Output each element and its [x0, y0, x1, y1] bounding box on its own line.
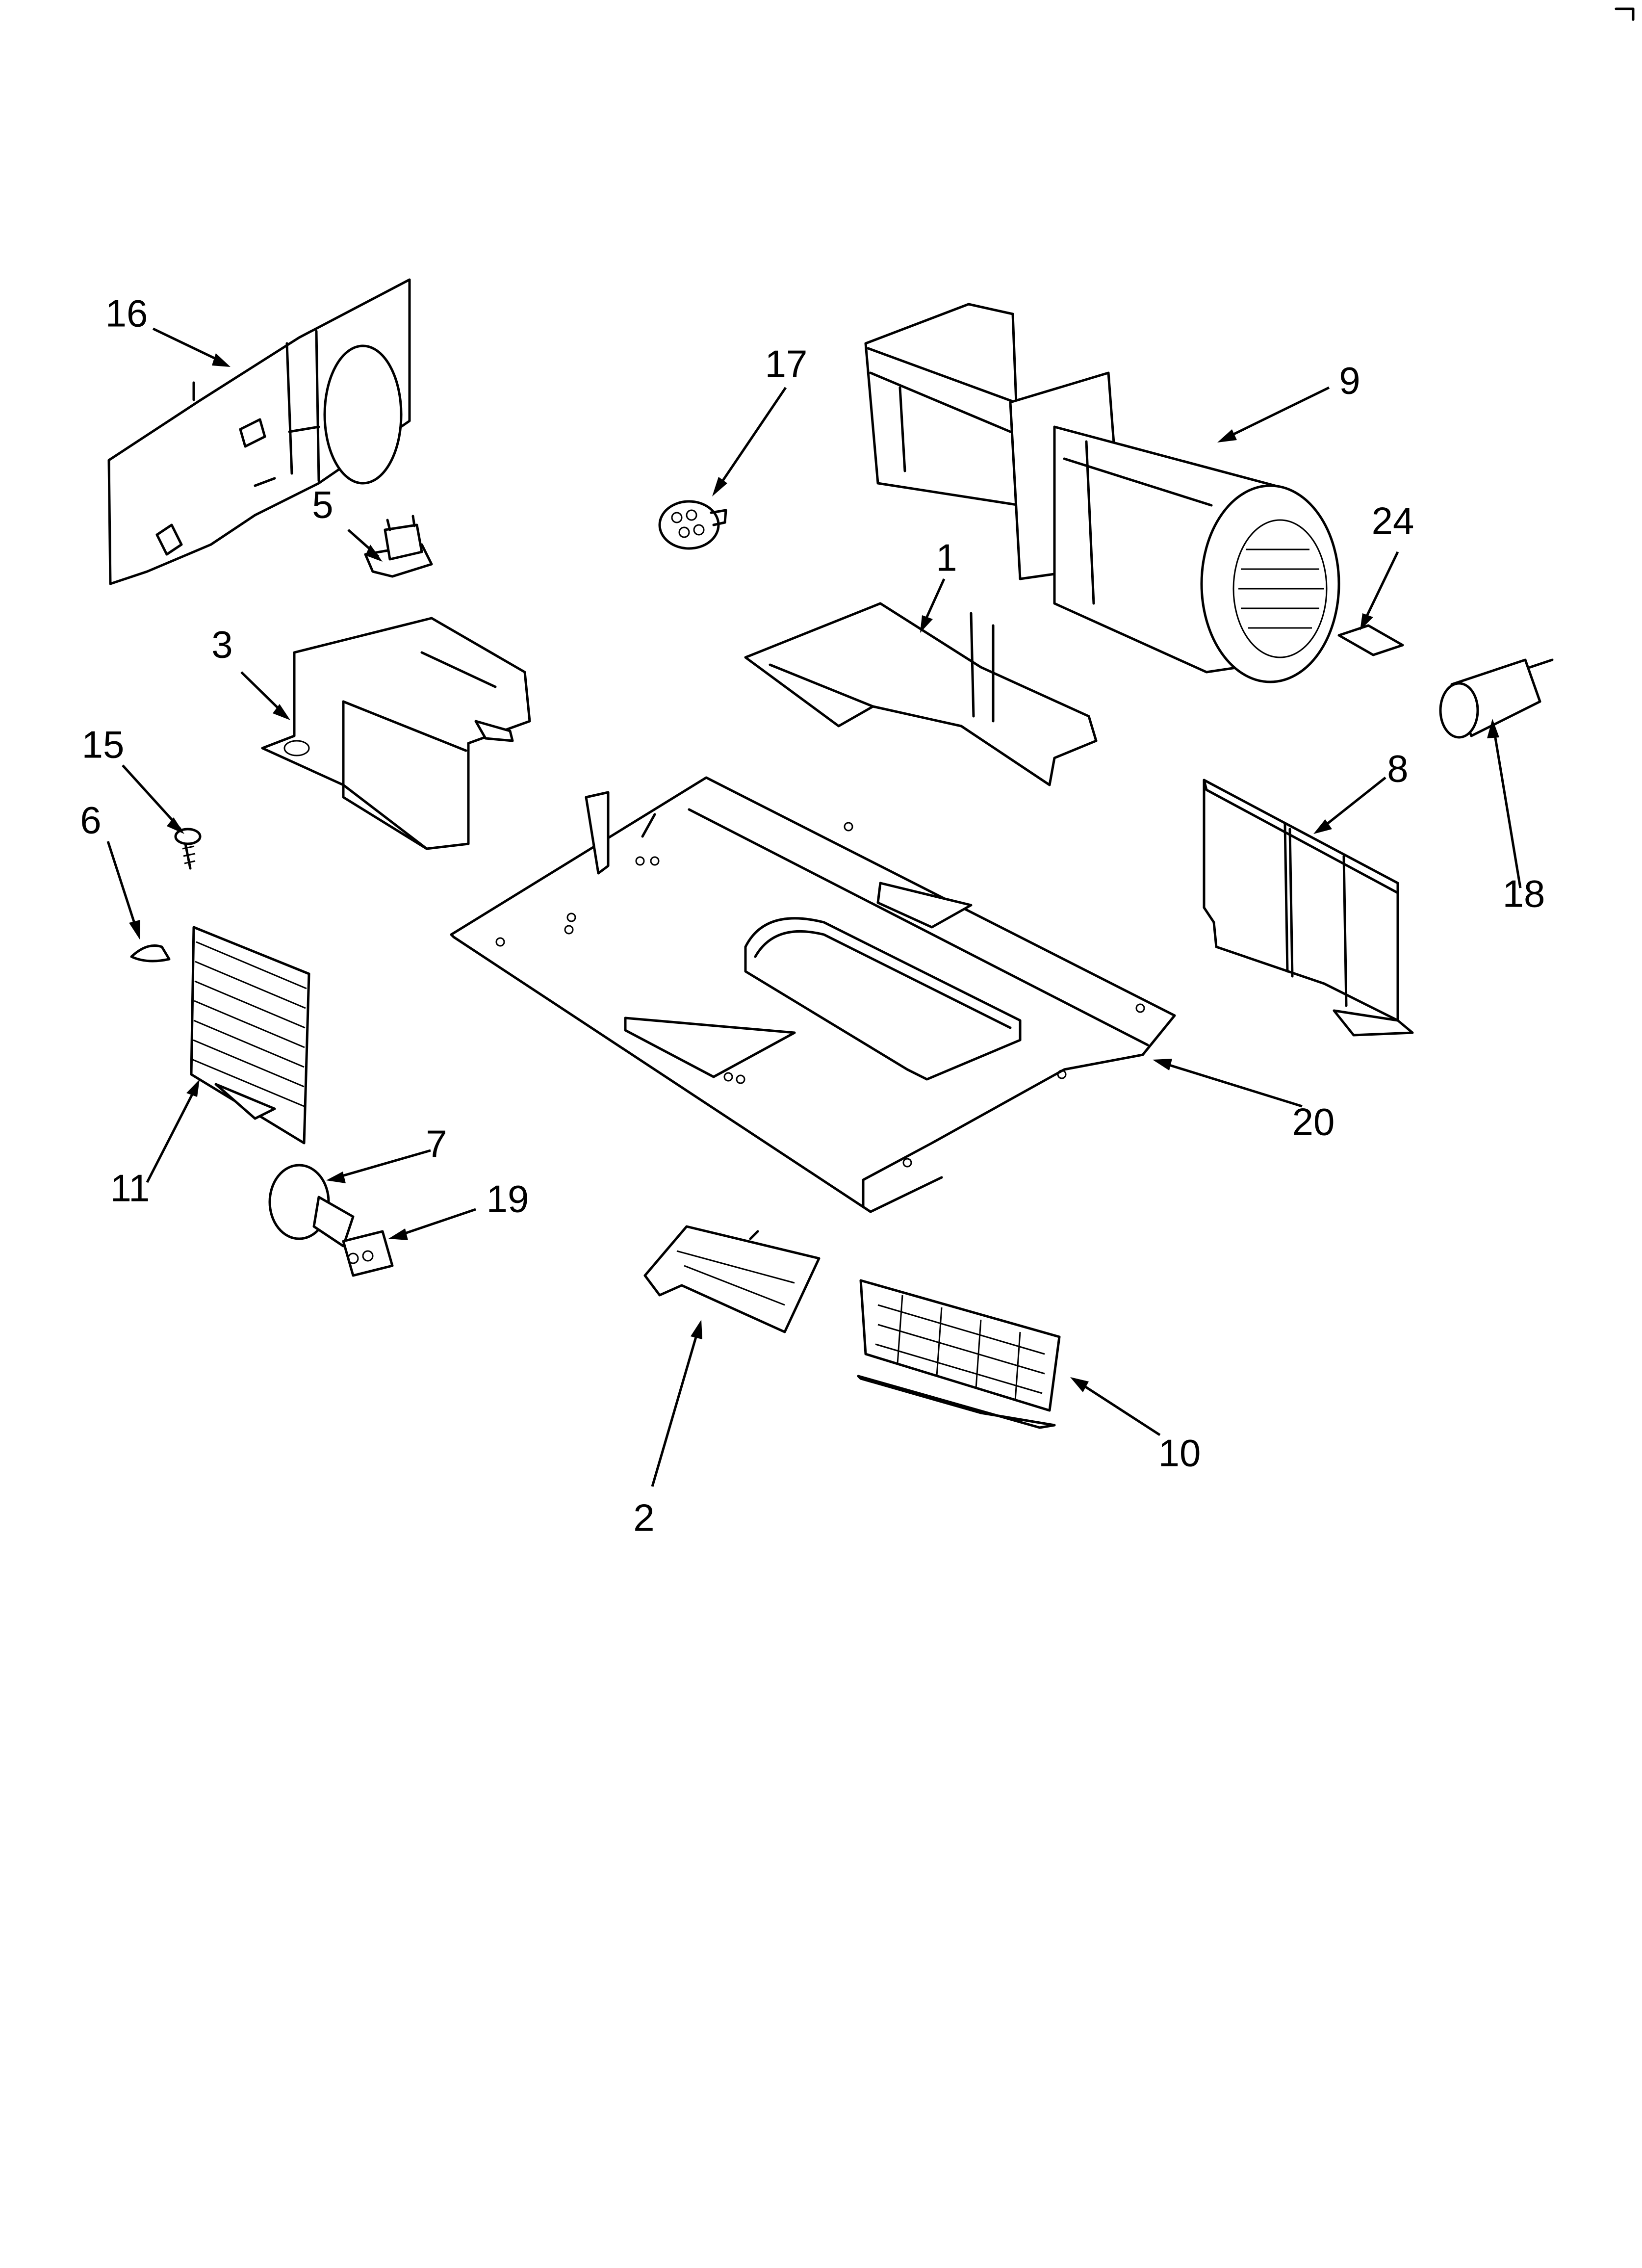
label-1: 1 — [936, 536, 957, 579]
part-19-socket — [342, 1230, 394, 1277]
part-20-base-plate — [450, 776, 1176, 1213]
label-8: 8 — [1387, 747, 1408, 790]
label-2: 2 — [633, 1496, 654, 1539]
leader-2 — [651, 1327, 700, 1487]
part-11-grille — [190, 926, 310, 1145]
leader-15 — [122, 764, 181, 830]
part-16-bracket — [107, 278, 411, 585]
label-20: 20 — [1292, 1100, 1335, 1144]
label-11: 11 — [110, 1167, 150, 1210]
leader-8 — [1318, 777, 1386, 831]
part-6-lens — [130, 944, 171, 963]
part-labels: 16 17 9 5 24 1 3 15 8 6 18 20 7 11 19 10… — [80, 292, 1545, 1539]
part-9-blower — [864, 303, 1340, 683]
leader-24 — [1362, 551, 1399, 624]
part-17-terminal-block — [658, 500, 727, 550]
leader-16 — [152, 327, 226, 365]
leader-6 — [106, 841, 139, 933]
part-10-filter — [857, 1279, 1061, 1429]
part-24-clip — [1337, 624, 1404, 656]
leader-9 — [1223, 386, 1330, 441]
part-2-filter-cover — [643, 1225, 821, 1333]
label-16: 16 — [105, 292, 148, 335]
label-19: 19 — [487, 1177, 529, 1221]
part-18-capacitor — [1439, 658, 1554, 739]
label-18: 18 — [1503, 872, 1545, 915]
part-1-plate — [744, 602, 1098, 786]
part-15-screw — [174, 828, 202, 870]
label-3: 3 — [211, 623, 232, 666]
label-6: 6 — [80, 799, 101, 842]
leader-lines — [106, 327, 1522, 1487]
leader-10 — [1076, 1380, 1161, 1436]
part-5-switch — [364, 515, 433, 578]
leader-19 — [396, 1208, 476, 1238]
label-7: 7 — [426, 1122, 447, 1166]
label-24: 24 — [1372, 499, 1414, 543]
label-9: 9 — [1339, 359, 1360, 402]
leader-17 — [715, 387, 787, 492]
leader-18 — [1492, 726, 1522, 888]
part-3-duct — [261, 617, 531, 850]
part-7-bulb — [268, 1164, 355, 1248]
label-10: 10 — [1158, 1432, 1201, 1475]
leader-7 — [333, 1149, 431, 1180]
leader-20 — [1159, 1061, 1303, 1108]
leader-11 — [146, 1086, 198, 1183]
part-8-panel — [1203, 779, 1414, 1037]
corner-mark — [1615, 7, 1635, 21]
label-15: 15 — [82, 723, 125, 766]
label-5: 5 — [312, 483, 333, 526]
label-17: 17 — [765, 342, 808, 386]
